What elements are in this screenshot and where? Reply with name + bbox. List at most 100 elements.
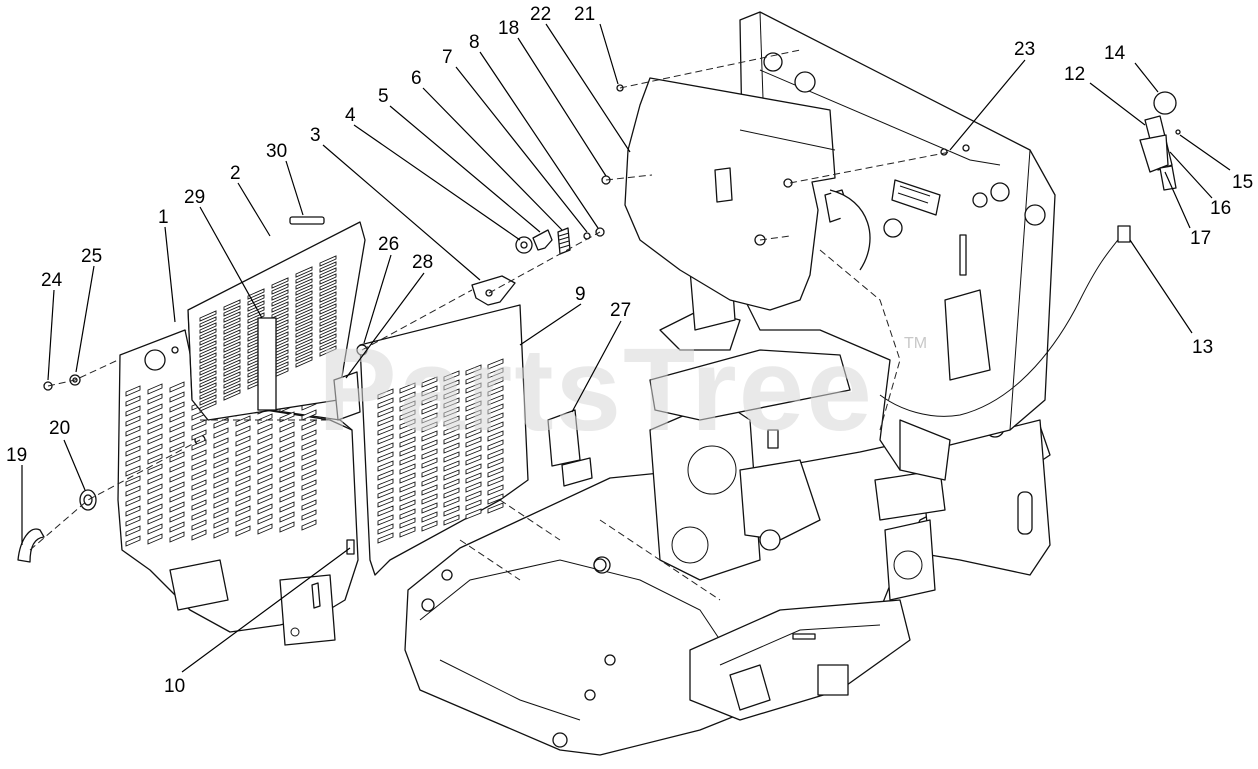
louver-slot bbox=[279, 451, 295, 463]
louver-slot bbox=[421, 421, 438, 433]
louver-slot bbox=[235, 525, 251, 537]
louver-slot bbox=[377, 532, 394, 544]
louver-slot bbox=[257, 433, 273, 445]
louver-slot bbox=[199, 376, 217, 388]
louver-slot bbox=[443, 370, 460, 382]
callout-28: 28 bbox=[412, 252, 433, 273]
callout-8: 8 bbox=[469, 32, 480, 53]
louver-slot bbox=[257, 513, 273, 525]
louver-slot bbox=[125, 485, 141, 497]
louver-slot bbox=[301, 469, 317, 481]
watermark-text: PartsTree bbox=[318, 324, 874, 456]
louver-slot bbox=[271, 301, 289, 313]
louver-slot bbox=[465, 418, 482, 430]
louver-slot bbox=[147, 493, 163, 505]
louver-slot bbox=[377, 442, 394, 454]
louver-slot bbox=[147, 453, 163, 465]
watermark-trademark: TM bbox=[904, 335, 927, 352]
louver-slot bbox=[301, 439, 317, 451]
louver-slot bbox=[213, 527, 229, 539]
louver-slot bbox=[399, 409, 416, 421]
louver-slot bbox=[421, 502, 438, 514]
callout-27: 27 bbox=[610, 300, 631, 321]
louver-slot bbox=[421, 520, 438, 532]
louver-slot bbox=[223, 335, 241, 347]
louver-slot bbox=[271, 283, 289, 295]
louver-slot bbox=[257, 413, 273, 425]
louver-slot bbox=[247, 306, 265, 318]
callout-30: 30 bbox=[266, 141, 287, 162]
louver-slot bbox=[319, 273, 337, 285]
louver-slot bbox=[487, 448, 504, 460]
louver-slot bbox=[319, 279, 337, 291]
louver-slot bbox=[295, 272, 313, 284]
side-screen-9 bbox=[359, 304, 529, 576]
louver-slot bbox=[399, 517, 416, 529]
louver-slot bbox=[399, 508, 416, 520]
louver-slot bbox=[377, 433, 394, 445]
louver-slot bbox=[295, 284, 313, 296]
louver-slot bbox=[377, 451, 394, 463]
louver-slot bbox=[319, 255, 337, 267]
louver-slot bbox=[319, 315, 337, 327]
louver-slot bbox=[147, 523, 163, 535]
callout-5: 5 bbox=[378, 86, 389, 107]
louver-slot bbox=[247, 288, 265, 300]
louver-slot bbox=[223, 377, 241, 389]
louver-slot bbox=[319, 303, 337, 315]
louver-slot bbox=[223, 305, 241, 317]
louver-slot bbox=[169, 441, 185, 453]
louver-slot bbox=[377, 496, 394, 508]
louver-slot bbox=[421, 403, 438, 415]
louver-slot bbox=[487, 421, 504, 433]
louver-slot bbox=[223, 329, 241, 341]
louver-slot bbox=[443, 505, 460, 517]
louver-slot bbox=[295, 320, 313, 332]
louver-slot bbox=[257, 493, 273, 505]
louver-slot bbox=[319, 333, 337, 345]
louver-slot bbox=[213, 477, 229, 489]
louver-slot bbox=[295, 296, 313, 308]
louver-slot bbox=[147, 393, 163, 405]
louver-slot bbox=[487, 403, 504, 415]
louver-slot bbox=[199, 316, 217, 328]
louver-slot bbox=[443, 442, 460, 454]
callout-10: 10 bbox=[164, 676, 185, 697]
louver-slot bbox=[421, 448, 438, 460]
louver-slot bbox=[443, 469, 460, 481]
louver-slot bbox=[279, 491, 295, 503]
louver-slot bbox=[235, 485, 251, 497]
louver-slot bbox=[279, 511, 295, 523]
louver-slot bbox=[147, 473, 163, 485]
louver-slot bbox=[257, 423, 273, 435]
callout-23: 23 bbox=[1014, 39, 1035, 60]
louver-slot bbox=[235, 515, 251, 527]
louver-slot bbox=[377, 469, 394, 481]
louver-slot bbox=[421, 376, 438, 388]
louver-slot bbox=[223, 383, 241, 395]
louver-slot bbox=[235, 465, 251, 477]
callout-13: 13 bbox=[1192, 337, 1213, 358]
louver-slot bbox=[257, 503, 273, 515]
louver-slot bbox=[487, 412, 504, 424]
louver-slot bbox=[301, 449, 317, 461]
louver-slot bbox=[465, 481, 482, 493]
louver-slot bbox=[421, 457, 438, 469]
louver-slot bbox=[191, 509, 207, 521]
louver-slot bbox=[191, 459, 207, 471]
louver-slot bbox=[295, 350, 313, 362]
louver-slot bbox=[199, 334, 217, 346]
louver-slot bbox=[279, 471, 295, 483]
louver-slot bbox=[465, 382, 482, 394]
louver-slot bbox=[487, 376, 504, 388]
louver-slot bbox=[377, 397, 394, 409]
louver-slot bbox=[319, 285, 337, 297]
louver-slot bbox=[487, 430, 504, 442]
louver-slot bbox=[125, 445, 141, 457]
callout-15: 15 bbox=[1232, 172, 1253, 193]
louver-slot bbox=[399, 499, 416, 511]
louver-slot bbox=[399, 454, 416, 466]
rear-screen-2 bbox=[187, 221, 366, 421]
louver-slot bbox=[399, 481, 416, 493]
louver-slot bbox=[377, 505, 394, 517]
